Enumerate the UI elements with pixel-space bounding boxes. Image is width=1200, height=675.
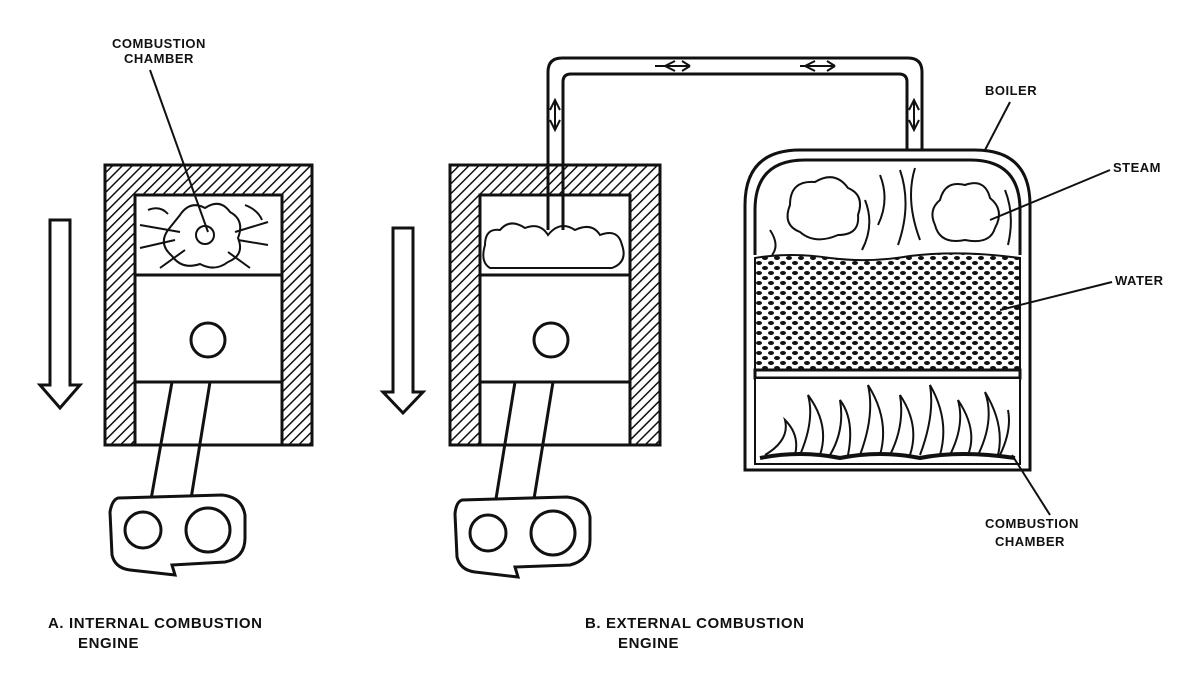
connecting-rod-b xyxy=(493,381,555,506)
external-combustion-engine xyxy=(379,163,662,579)
flow-arrow-1 xyxy=(655,60,691,72)
steam-pipe xyxy=(546,56,924,230)
label-external-chamber-2: CHAMBER xyxy=(995,534,1065,549)
down-arrow-a xyxy=(36,218,84,411)
internal-combustion-engine xyxy=(36,163,314,577)
caption-a-line2: ENGINE xyxy=(78,635,139,652)
flow-arrow-2 xyxy=(800,60,836,72)
flow-arrow-3 xyxy=(549,97,561,133)
leader-external-chamber xyxy=(1011,454,1051,516)
caption-a-line1: A. INTERNAL COMBUSTION xyxy=(48,615,263,632)
leader-internal-chamber xyxy=(149,69,209,233)
steam-cloud-b xyxy=(482,222,625,269)
fire xyxy=(754,377,1021,465)
label-internal-chamber-2: CHAMBER xyxy=(124,51,194,66)
label-steam: STEAM xyxy=(1113,160,1161,175)
down-arrow-b xyxy=(379,226,427,416)
label-water: WATER xyxy=(1115,273,1164,288)
leader-steam xyxy=(989,169,1111,221)
boiler xyxy=(743,148,1032,472)
label-external-chamber-1: COMBUSTION xyxy=(985,516,1079,531)
water xyxy=(754,252,1021,371)
flow-arrow-4 xyxy=(908,97,920,133)
steam-clouds xyxy=(769,167,1012,256)
connecting-rod-a xyxy=(148,381,212,506)
piston-pin-b xyxy=(532,321,570,359)
label-boiler: BOILER xyxy=(985,83,1037,98)
label-internal-chamber-1: COMBUSTION xyxy=(112,36,206,51)
leader-water xyxy=(999,281,1113,311)
piston-pin-a xyxy=(189,321,227,359)
explosion-a xyxy=(139,202,269,269)
caption-b-line1: B. EXTERNAL COMBUSTION xyxy=(585,615,805,632)
leader-boiler xyxy=(984,101,1011,151)
caption-b-line2: ENGINE xyxy=(618,635,679,652)
